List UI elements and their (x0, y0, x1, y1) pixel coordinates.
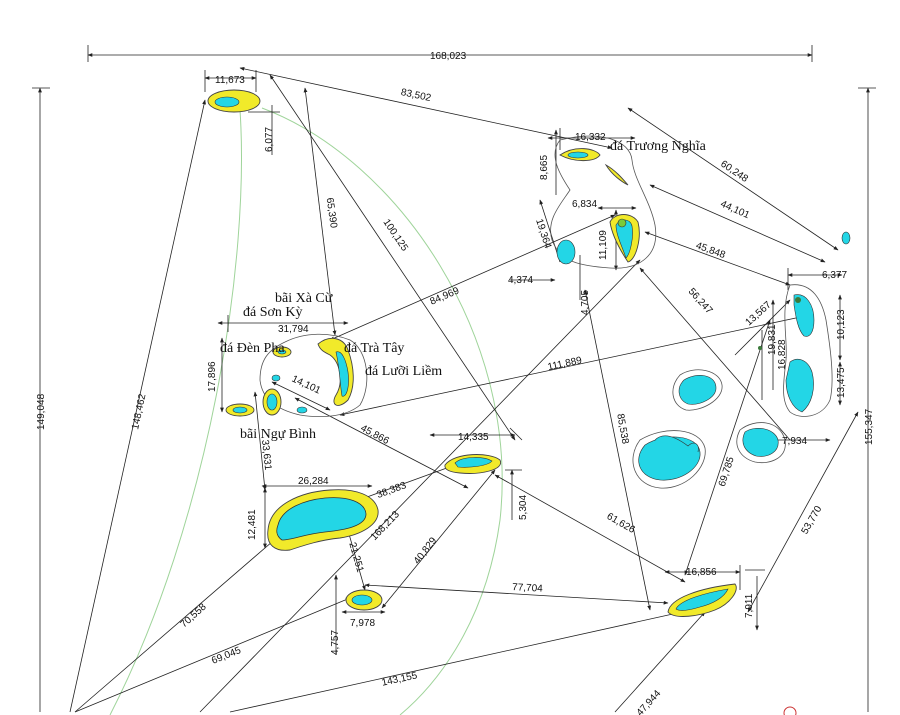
label-luoi-liem: đá Lưỡi Liềm (365, 364, 442, 379)
label-45848: 45,848 (694, 240, 727, 261)
label-31794: 31,794 (278, 324, 309, 335)
label-14335: 14,335 (458, 432, 489, 443)
reef-central (444, 454, 501, 474)
label-155347: 155,347 (864, 408, 875, 445)
compass-icon (783, 706, 797, 715)
label-xa-cu: bãi Xà Cừ (275, 291, 333, 306)
label-38383: 38,383 (375, 480, 408, 501)
reef-southeast (667, 583, 737, 617)
label-7934: 7,934 (782, 436, 807, 447)
label-truong-nghia: đá Trương Nghĩa (610, 139, 707, 154)
label-8665: 8,665 (539, 155, 550, 180)
label-4757: 4,757 (330, 630, 341, 655)
label-21251: 21,251 (346, 541, 365, 574)
reef-shapes (207, 89, 851, 715)
label-tra-tay: đá Trà Tây (344, 341, 404, 356)
label-69045: 69,045 (210, 645, 243, 667)
label-4374: 4,374 (508, 275, 533, 286)
label-17896: 17,896 (207, 361, 218, 392)
label-65390: 65,390 (324, 197, 339, 229)
label-40829: 40,829 (412, 535, 440, 566)
label-6834: 6,834 (572, 199, 597, 210)
label-6077: 6,077 (264, 127, 275, 152)
label-100125: 100,125 (381, 217, 411, 253)
label-11673: 11,673 (215, 75, 245, 86)
label-son-ky: đá Sơn Kỳ (243, 305, 303, 320)
label-16332: 16,332 (575, 132, 606, 143)
label-149048: 149,048 (36, 393, 47, 430)
label-6377: 6,377 (822, 270, 847, 281)
label-5304: 5,304 (518, 495, 529, 520)
label-12481: 12,481 (247, 509, 258, 540)
label-143155: 143,155 (381, 670, 419, 688)
label-26284: 26,284 (298, 476, 329, 487)
label-53770: 53,770 (800, 504, 825, 536)
label-13475: 13,475 (836, 367, 847, 398)
reef-crescent-group (225, 333, 368, 418)
label-11109: 11,109 (598, 230, 609, 260)
reef-northwest (207, 89, 261, 113)
label-77704: 77,704 (512, 582, 544, 595)
label-61626: 61,626 (605, 511, 637, 536)
label-33631: 33,631 (259, 439, 273, 471)
label-111889: 111,889 (547, 355, 584, 373)
label-7911: 7,911 (744, 593, 755, 618)
label-168023: 168,023 (430, 51, 467, 62)
label-16828: 16,828 (777, 339, 788, 370)
reef-south-small (345, 589, 383, 611)
label-83502: 83,502 (400, 87, 433, 104)
reef-southwest-large (267, 489, 379, 551)
distance-lines (32, 45, 876, 713)
label-84969: 84,969 (428, 285, 461, 307)
label-56247: 56,247 (686, 286, 715, 316)
label-148462: 148,462 (130, 393, 148, 431)
label-den-pha: đá Đèn Pha (220, 341, 285, 356)
label-19364: 19,364 (533, 218, 553, 251)
label-7978: 7,978 (350, 618, 375, 629)
label-85538: 85,538 (614, 413, 630, 445)
label-4705: 4,705 (580, 290, 591, 315)
label-16856: 16,856 (686, 567, 717, 578)
reef-east-group (632, 284, 833, 489)
label-10123: 10,123 (836, 309, 847, 340)
label-70558: 70,558 (178, 601, 208, 630)
label-47944: 47,944 (635, 688, 664, 715)
reef-small-northeast (841, 231, 851, 245)
reef-truong-nghia-group (550, 135, 657, 269)
label-44101: 44,101 (719, 199, 752, 222)
label-ngu-binh: bãi Ngự Bình (240, 427, 316, 442)
label-45866: 45,866 (359, 423, 392, 447)
place-labels: đá Trương Nghĩa bãi Xà Cừ đá Sơn Kỳ đá Đ… (220, 139, 707, 442)
label-19831: 19,831 (767, 324, 778, 355)
